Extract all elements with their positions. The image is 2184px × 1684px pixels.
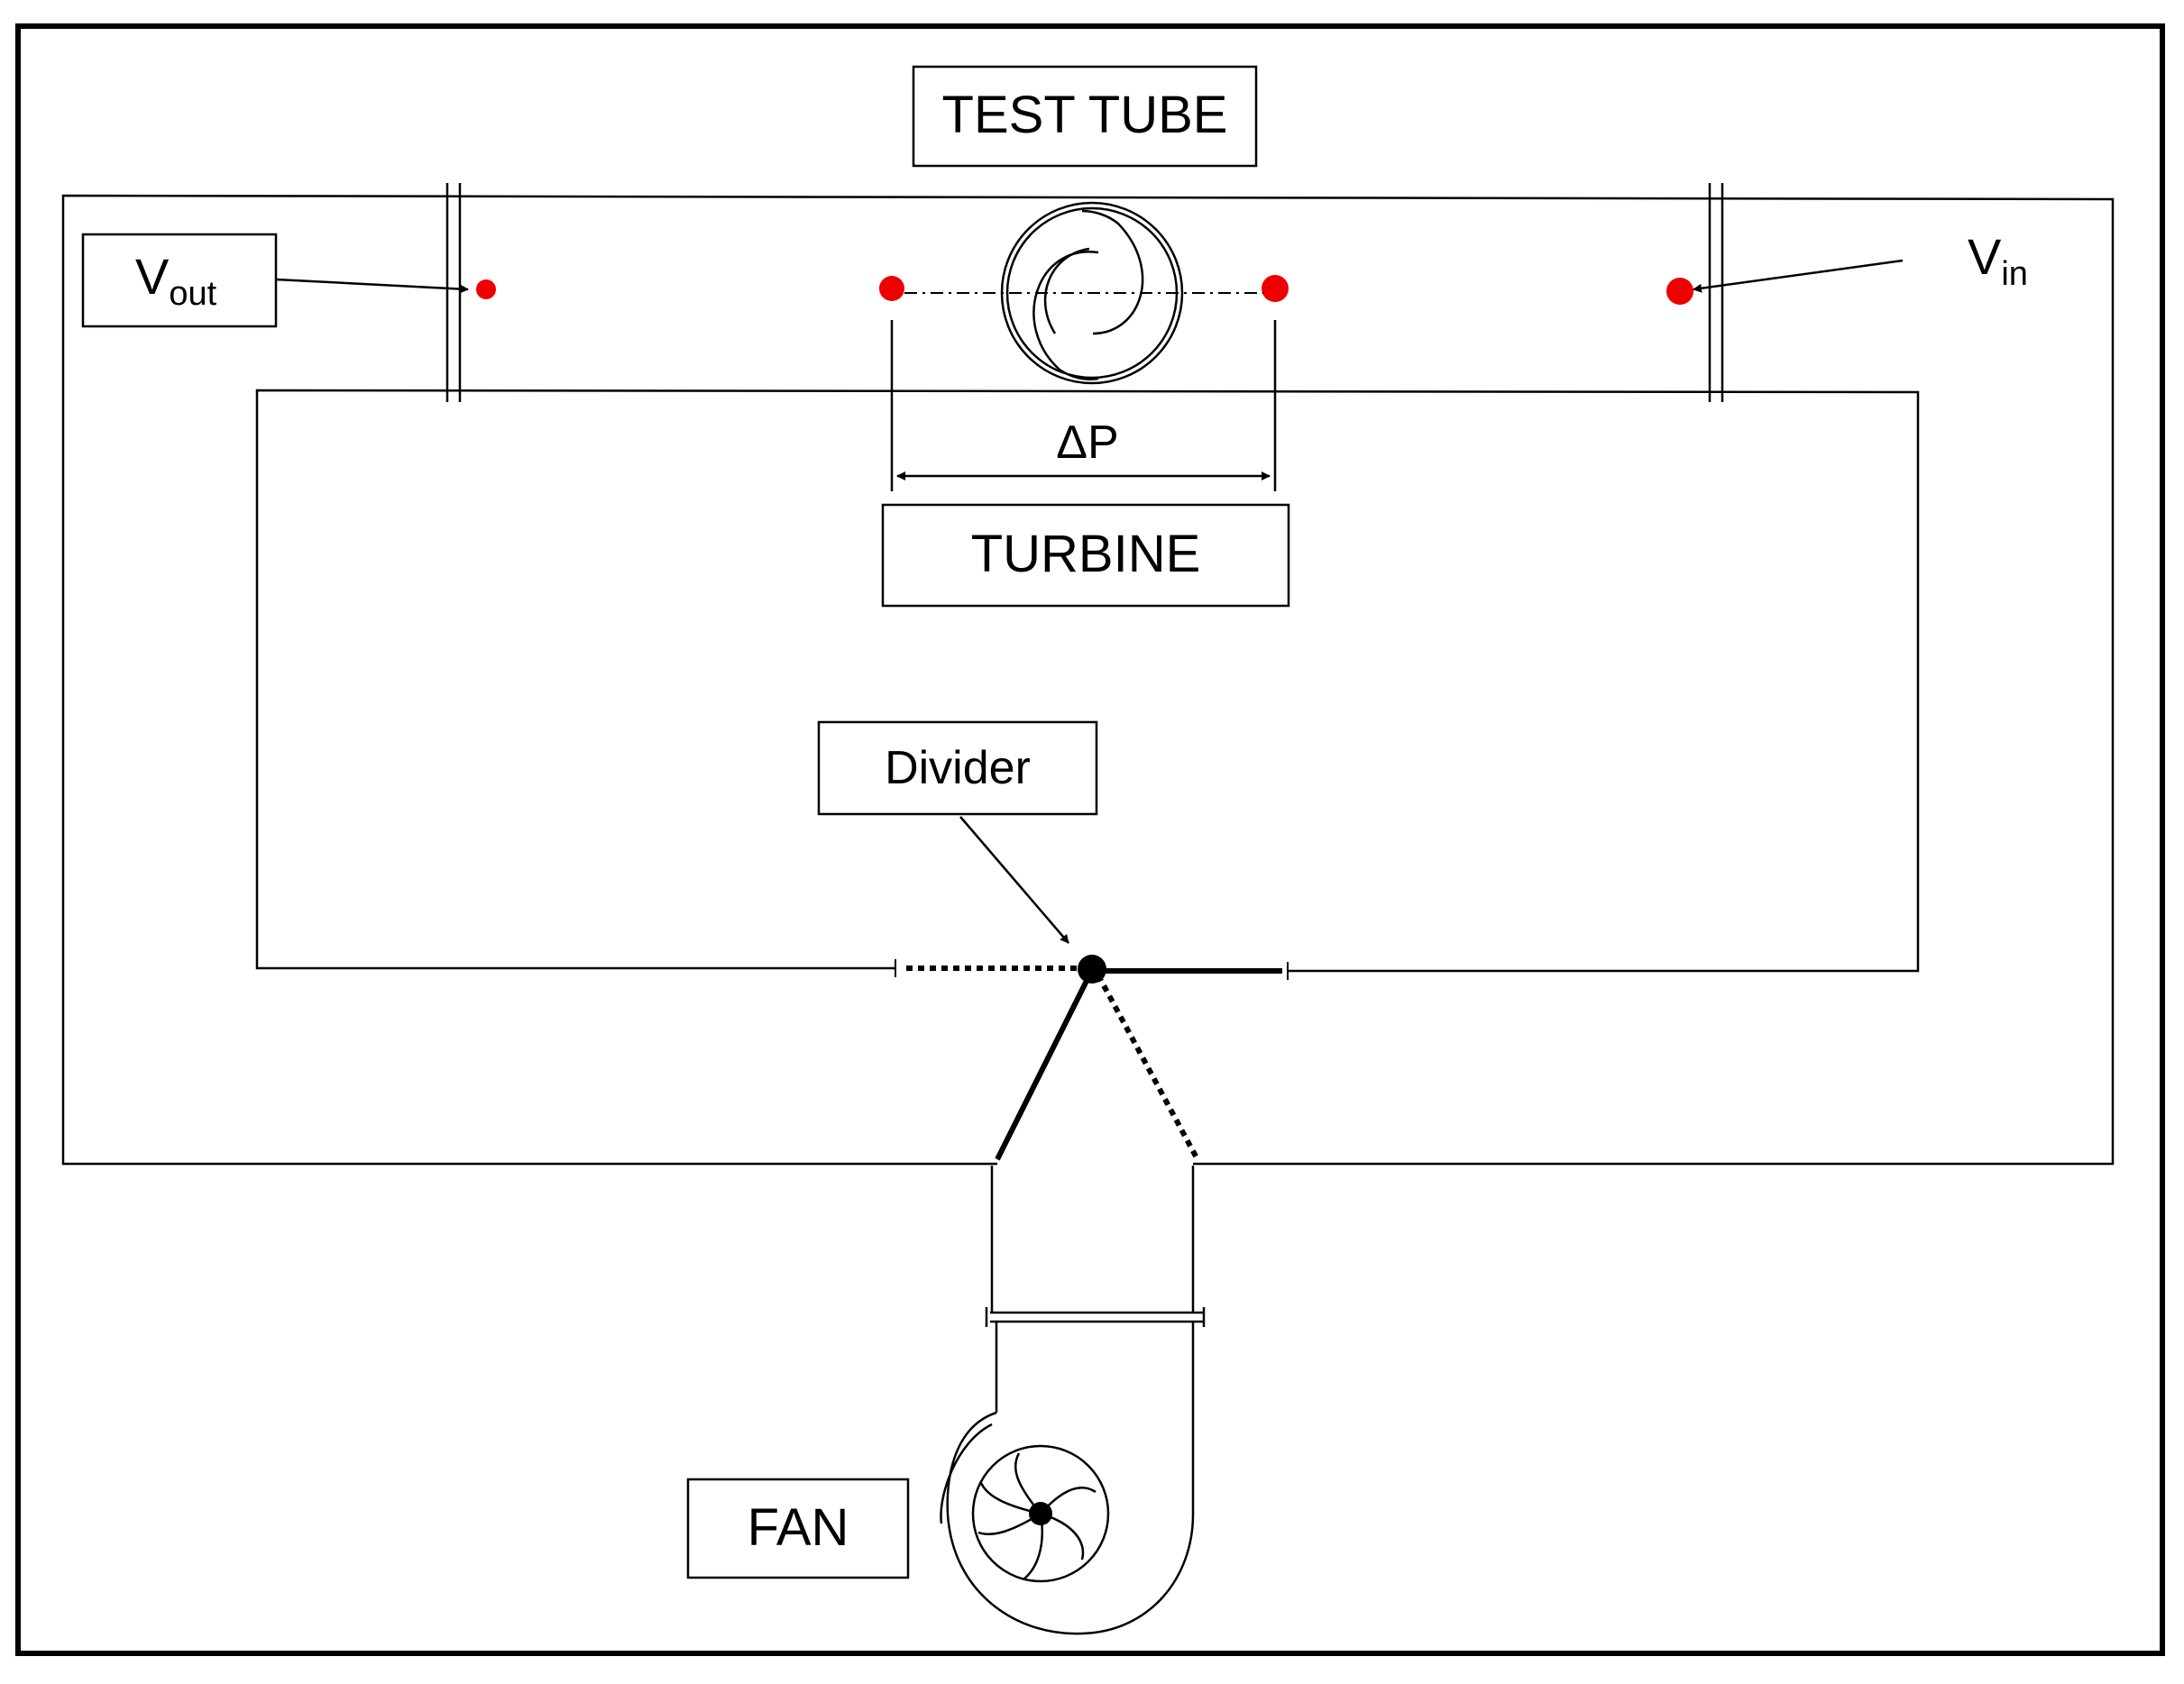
v-out-subscript: out	[169, 275, 216, 313]
sensor-point-v-in	[1666, 278, 1693, 305]
test-section-flange-left	[445, 183, 462, 402]
sensor-point-pressure-downstream	[1262, 275, 1289, 302]
duct-outer-wall	[61, 194, 2115, 1166]
v-in-label: Vin	[1968, 228, 2028, 293]
divider-label-box	[817, 720, 1098, 816]
outer-frame	[15, 23, 2165, 1656]
sensor-point-v-out	[476, 279, 496, 299]
turbine-label-box	[881, 503, 1290, 608]
divider-label: Divider	[885, 742, 1031, 794]
sensor-point-pressure-upstream	[879, 276, 904, 301]
delta-p-dimension	[890, 320, 1277, 491]
fan-label: FAN	[748, 1498, 849, 1557]
fan-label-box	[686, 1478, 910, 1579]
divider-flap-lower-left-solid	[995, 970, 1094, 1161]
fan-hub	[1029, 1502, 1052, 1525]
test-tube-label-box	[912, 65, 1258, 168]
turbine-label: TURBINE	[971, 525, 1201, 583]
v-in-subscript: in	[2001, 255, 2028, 293]
v-out-label: Vout	[135, 248, 217, 313]
v-out-main: V	[135, 248, 170, 305]
delta-p-label: ΔP	[1056, 416, 1118, 469]
fan-duct	[940, 1166, 1206, 1635]
test-tube-label: TEST TUBE	[942, 86, 1228, 144]
v-out-pointer-arrow	[275, 278, 469, 294]
v-in-pointer-arrow	[1693, 259, 1904, 293]
test-section-flange-right	[1708, 183, 1724, 402]
divider-pointer-arrow	[959, 816, 1069, 944]
divider-flap-lower-right-dotted	[1096, 974, 1201, 1163]
duct-inner-wall	[255, 389, 1920, 973]
turbine-icon	[1000, 201, 1184, 385]
divider-pivot-icon	[1078, 955, 1106, 984]
v-in-main: V	[1968, 228, 2002, 285]
